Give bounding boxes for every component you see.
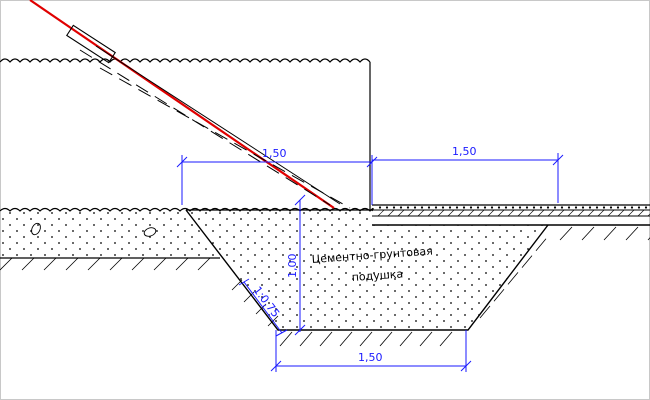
- dimension-lines: [176, 153, 564, 372]
- cushion-label-line2: подушка: [351, 267, 403, 284]
- dim-upper-left: 1,50: [262, 147, 287, 160]
- upper-embankment: [0, 58, 371, 210]
- road-layer-right: [372, 204, 650, 226]
- dim-upper-right: 1,50: [452, 145, 477, 158]
- dim-trench-depth: 1,00: [286, 254, 299, 279]
- pipe: [29, 0, 351, 209]
- dim-trench-bottom: 1,50: [358, 351, 383, 364]
- natural-ground-hatching: [0, 226, 650, 347]
